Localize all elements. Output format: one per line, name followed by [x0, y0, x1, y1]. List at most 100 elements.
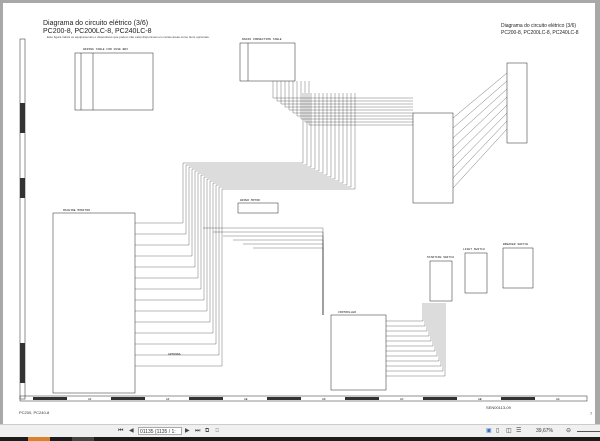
- prev-page-icon[interactable]: ◀: [129, 428, 134, 434]
- wire: [452, 120, 508, 179]
- wire: [308, 81, 413, 126]
- wire: [276, 81, 413, 102]
- grid-letter: AI: [88, 398, 92, 401]
- monitor-box: [52, 212, 136, 394]
- grid-marker: [33, 397, 67, 400]
- bottom-border: [19, 395, 588, 402]
- antenna-label: ANTENNA: [168, 353, 181, 356]
- grid-letter: AC: [400, 398, 404, 401]
- wire: [386, 303, 432, 342]
- wire: [386, 303, 444, 372]
- wire: [452, 88, 508, 139]
- wire: [135, 93, 332, 301]
- taskbar: [0, 437, 600, 441]
- taskbar-app[interactable]: [72, 437, 94, 441]
- wire: [452, 112, 508, 169]
- wire: [386, 303, 440, 362]
- wire: [296, 81, 413, 117]
- left-ruler: [19, 38, 26, 400]
- breaker-switch-label: BREAKER SWITCH: [503, 243, 528, 246]
- next-page-icon[interactable]: ▶: [185, 428, 190, 434]
- wire: [135, 93, 356, 367]
- wire: [243, 243, 324, 315]
- wiper-box: [237, 202, 279, 214]
- wire: [386, 303, 434, 347]
- grid-letter: AB: [478, 398, 482, 401]
- wire: [135, 93, 324, 279]
- connector-box: [506, 62, 528, 144]
- grid-letter: AF: [166, 398, 170, 401]
- footer-code: SEN00113-09: [486, 405, 511, 410]
- radio-table: [239, 42, 296, 82]
- wire: [386, 303, 442, 367]
- pdf-toolbar: ⏮ ◀ 01135 (1135 / 1: ▶ ⏭ ⧉ ⧉ ▣ ▯ ◫ ☰ 39,…: [0, 424, 600, 438]
- wire: [135, 93, 340, 323]
- pdf-page: Diagrama do circuito elétrico (3/6) PC20…: [3, 3, 595, 424]
- grid-letter: AE: [244, 398, 248, 401]
- grid-letter: AD: [322, 398, 326, 401]
- wire: [284, 81, 413, 108]
- footer-left: PC200, PC240-8: [19, 410, 50, 415]
- wire: [386, 303, 446, 377]
- wire: [135, 93, 316, 257]
- first-page-icon[interactable]: ⏮: [118, 428, 124, 434]
- page-title: Diagrama do circuito elétrico (3/6): [43, 20, 149, 27]
- wire: [452, 72, 508, 119]
- wire: [386, 303, 430, 337]
- wire: [135, 93, 344, 334]
- wire: [280, 81, 413, 105]
- radio-table-label: RADIO CONNECTION TABLE: [242, 38, 282, 41]
- wire: [288, 81, 413, 111]
- grid-marker: [111, 397, 145, 400]
- starting-switch-box: [429, 260, 453, 302]
- copy-icon[interactable]: ⧉: [205, 428, 210, 434]
- grid-marker: [423, 397, 457, 400]
- zoom-level[interactable]: 39,67%: [536, 428, 553, 434]
- scroll-view-icon[interactable]: ☰: [516, 428, 522, 434]
- wire: [386, 303, 438, 357]
- paste-icon[interactable]: ⧉: [215, 428, 220, 434]
- document-viewport[interactable]: Diagrama do circuito elétrico (3/6) PC20…: [0, 0, 600, 424]
- connector-box: [412, 112, 454, 204]
- wire: [135, 93, 312, 246]
- facing-view-icon[interactable]: ◫: [506, 428, 512, 434]
- last-page-icon[interactable]: ⏭: [195, 428, 201, 434]
- light-switch-label: LIGHT SWITCH: [463, 248, 485, 251]
- starting-switch-label: STARTING SWITCH: [427, 256, 454, 259]
- wire: [213, 231, 324, 315]
- grid-marker: [189, 397, 223, 400]
- grid-marker: [267, 397, 301, 400]
- wire: [203, 227, 324, 315]
- grid-marker: [345, 397, 379, 400]
- controller-box: [330, 314, 387, 391]
- grid-marker: [501, 397, 535, 400]
- wire: [135, 93, 352, 356]
- single-page-view-icon[interactable]: ▣: [486, 428, 492, 434]
- continuous-view-icon[interactable]: ▯: [496, 428, 500, 434]
- wire: [272, 81, 413, 99]
- wire: [386, 303, 426, 327]
- wire: [386, 303, 424, 322]
- wire: [135, 93, 348, 345]
- page-number-field[interactable]: 01135 (1135 / 1:: [138, 427, 182, 435]
- wire: [135, 93, 328, 290]
- wire: [452, 80, 508, 129]
- wire: [386, 303, 436, 352]
- wiper-label: WIPER MOTOR: [240, 199, 260, 202]
- wire: [300, 81, 413, 120]
- wire: [452, 128, 508, 189]
- taskbar-app-active[interactable]: [28, 437, 50, 441]
- right-models: PC200-8, PC200LC-8, PC240LC-8: [501, 30, 579, 36]
- wire: [452, 96, 508, 149]
- wire: [452, 104, 508, 159]
- wire: [135, 93, 304, 224]
- controller-label: CONTROLLER: [338, 311, 356, 314]
- zoom-slider[interactable]: [577, 431, 600, 432]
- fuse-table-label: WIRING TABLE FOR FUSE BOX: [83, 48, 128, 51]
- zoom-out-icon[interactable]: ⊖: [566, 428, 572, 434]
- wire: [233, 239, 324, 315]
- wire: [253, 247, 324, 315]
- monitor-label: MACHINE MONITOR: [63, 209, 90, 212]
- breaker-switch-box: [502, 247, 534, 289]
